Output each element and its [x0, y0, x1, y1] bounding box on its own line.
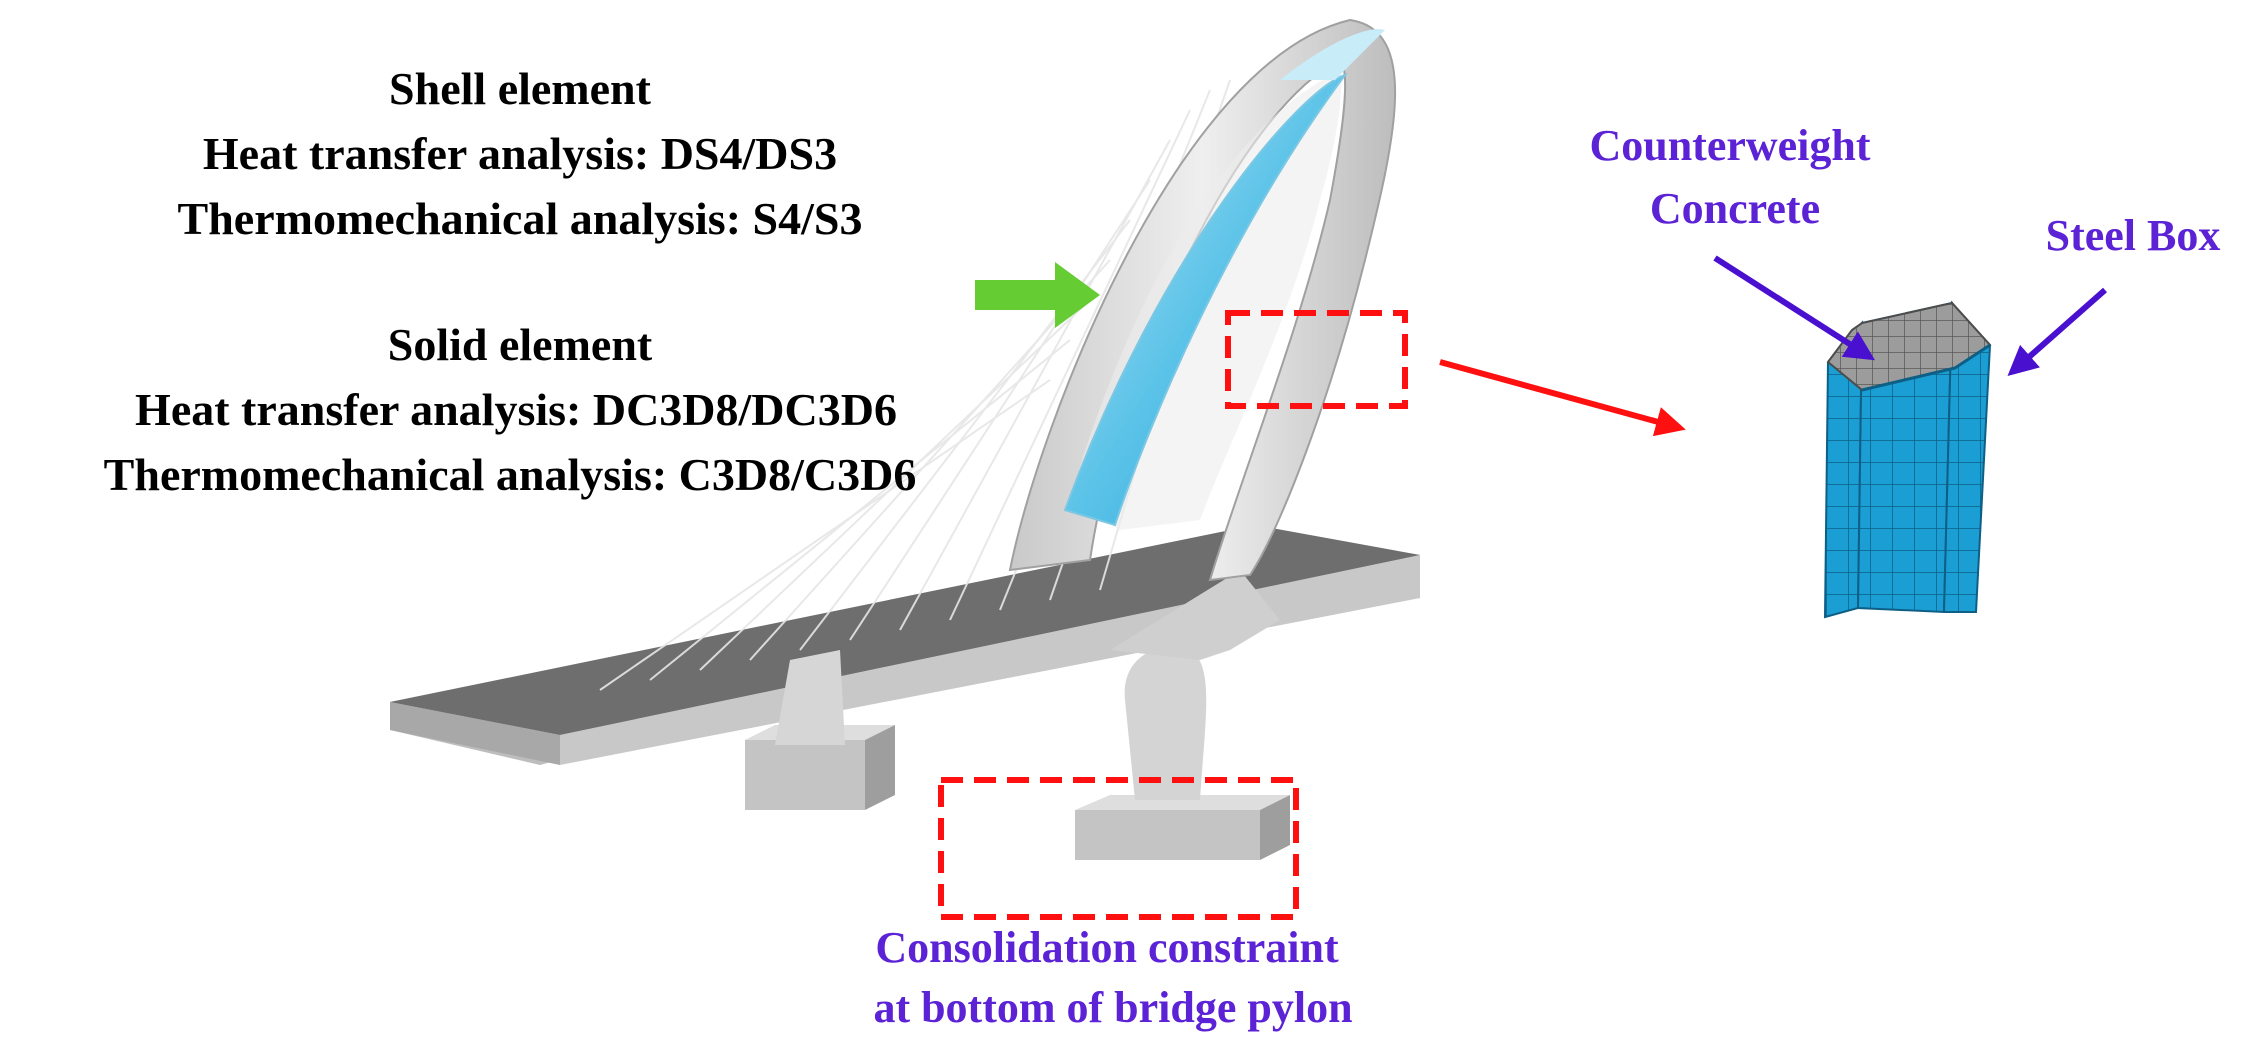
load-arrow [975, 262, 1100, 328]
pylon-piers [745, 570, 1290, 860]
constraint-label-line1: Consolidation constraint [875, 923, 1339, 972]
solid-heat-transfer-label: Heat transfer analysis: DC3D8/DC3D6 [135, 384, 897, 435]
counterweight-concrete-arrow [1713, 255, 1876, 361]
cross-section-model [1823, 300, 1992, 619]
constraint-label-line2: at bottom of bridge pylon [873, 983, 1353, 1032]
steel-box-arrow [2007, 287, 2107, 376]
shell-thermomechanical-label: Thermomechanical analysis: S4/S3 [177, 193, 863, 244]
steel-box-label: Steel Box [2045, 211, 2221, 260]
section-pointer-arrow [1439, 359, 1686, 437]
shell-element-title: Shell element [389, 63, 651, 114]
solid-thermomechanical-label: Thermomechanical analysis: C3D8/C3D6 [103, 449, 917, 500]
bridge-deck [390, 525, 1420, 765]
counterweight-label-line1: Counterweight [1589, 121, 1871, 170]
arch-pylon [1008, 18, 1396, 582]
solid-element-title: Solid element [387, 319, 653, 370]
base-constraint-highlight-box [938, 777, 1299, 920]
shell-heat-transfer-label: Heat transfer analysis: DS4/DS3 [202, 128, 838, 179]
counterweight-label-line2: Concrete [1649, 184, 1821, 233]
